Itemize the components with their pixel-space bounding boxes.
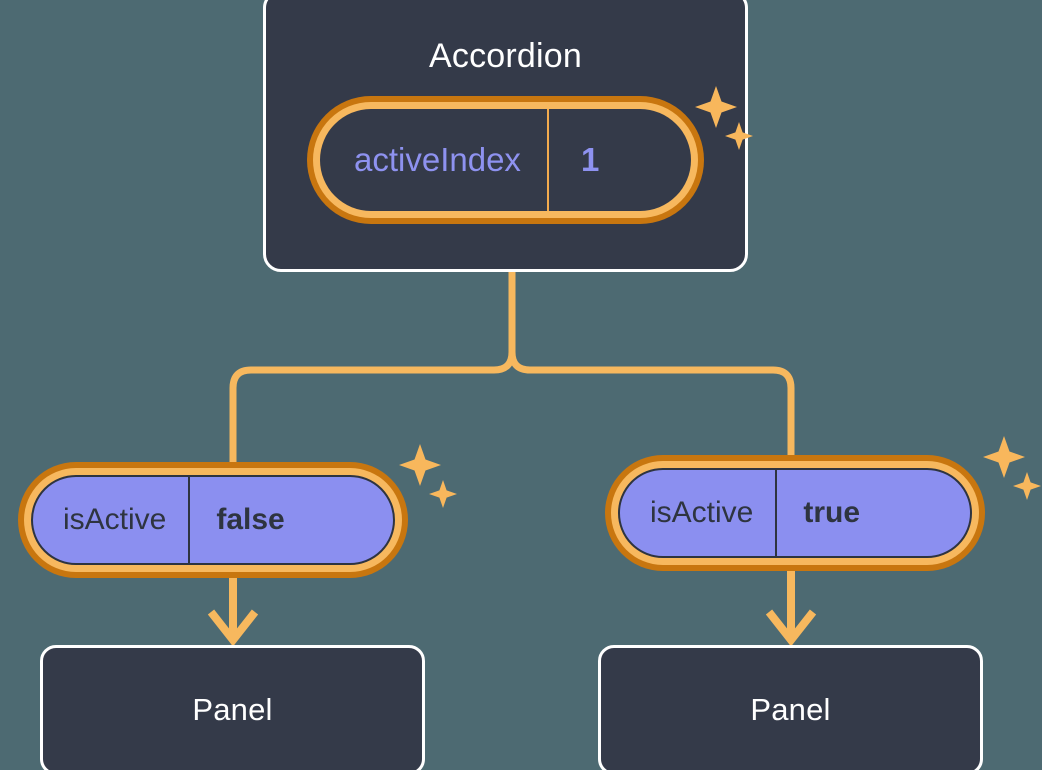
component-node-panel-right[interactable]: Panel — [598, 645, 983, 770]
connector-root-to-child-right — [508, 348, 795, 466]
sparkle-icon-isactive-right — [980, 434, 1042, 511]
badge-body: isActive false — [31, 475, 395, 565]
sparkle-icon-large — [983, 436, 1025, 478]
arrow-down-icon-left — [207, 578, 259, 647]
badge-inner-ring: activeIndex 1 — [313, 102, 698, 218]
component-name-label: Panel — [192, 692, 273, 727]
state-key-label: activeIndex — [320, 109, 549, 211]
arrow-down-icon-right — [765, 571, 817, 647]
component-name-label: Panel — [750, 692, 831, 727]
badge-body: isActive true — [618, 468, 972, 558]
prop-badge-isactive-true[interactable]: isActive true — [605, 455, 985, 571]
sparkle-icon-small — [429, 480, 457, 508]
prop-key-label: isActive — [620, 470, 778, 556]
prop-key-label: isActive — [33, 477, 191, 563]
sparkle-icon-small — [1013, 472, 1041, 500]
state-value-label: 1 — [580, 141, 600, 178]
prop-value-label: false — [216, 503, 285, 536]
prop-badge-isactive-false[interactable]: isActive false — [18, 462, 408, 578]
badge-inner-ring: isActive true — [611, 461, 979, 565]
component-name-label: Accordion — [429, 37, 582, 75]
prop-value-label: true — [803, 496, 861, 529]
state-badge-activeindex[interactable]: activeIndex 1 — [307, 96, 704, 224]
sparkle-icon-large — [399, 444, 441, 486]
connector-root-to-children — [229, 268, 516, 474]
badge-inner-ring: isActive false — [24, 468, 402, 572]
component-node-panel-left[interactable]: Panel — [40, 645, 425, 770]
badge-body: activeIndex 1 — [320, 109, 691, 211]
